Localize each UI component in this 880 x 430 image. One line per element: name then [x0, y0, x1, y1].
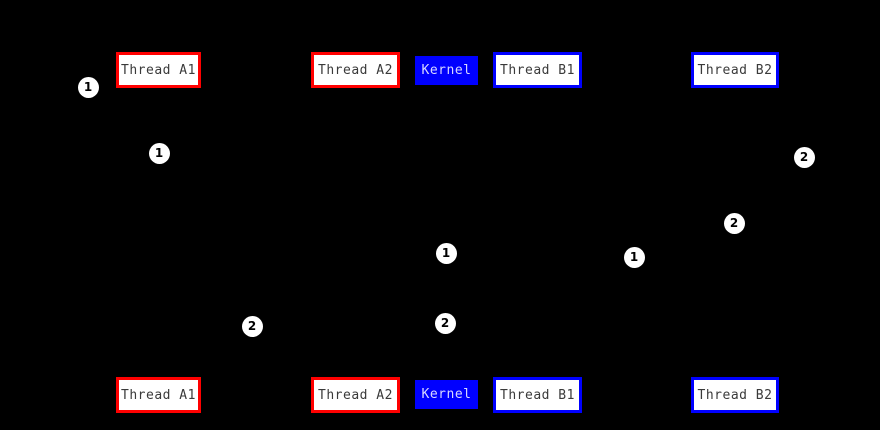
badge-2-kernel-to-a2: 2 — [241, 315, 263, 337]
lifeline-kernel — [446, 85, 447, 380]
participant-label: Thread B1 — [500, 62, 575, 78]
badge-1-thread-a1-self: 1 — [77, 76, 99, 98]
badge-2-thread-b2-self: 2 — [793, 146, 815, 168]
lifeline-thread-a2 — [355, 88, 356, 377]
participant-label: Kernel — [421, 387, 472, 402]
badge-1-kernel-to-b1: 1 — [623, 246, 645, 268]
lifeline-thread-a1-stub-top — [157, 88, 160, 92]
participant-label: Thread A2 — [318, 387, 393, 403]
participant-label: Thread B2 — [697, 62, 773, 78]
participant-box-thread-b2[interactable]: Thread B2 — [691, 52, 779, 88]
participant-label: Thread A2 — [318, 62, 393, 78]
participant-box-thread-b1[interactable]: Thread B1 — [493, 52, 582, 88]
lifeline-thread-a1 — [158, 88, 159, 377]
lifeline-thread-b1-stub-bottom — [536, 373, 539, 377]
participant-box-thread-b2[interactable]: Thread B2 — [691, 377, 779, 413]
lifeline-kernel-stub-bottom — [445, 376, 448, 380]
lifeline-thread-b1-stub-top — [536, 88, 539, 92]
participant-box-thread-a1[interactable]: Thread A1 — [116, 52, 201, 88]
lifeline-kernel-stub-top — [445, 85, 448, 89]
participant-box-thread-b1[interactable]: Thread B1 — [493, 377, 582, 413]
msg-kernel-to-b1 — [445, 253, 634, 258]
msg-a1-to-kernel — [157, 153, 446, 254]
participant-box-kernel[interactable]: Kernel — [415, 56, 478, 85]
participant-box-thread-a2[interactable]: Thread A2 — [311, 52, 400, 88]
msg-kernel-to-a2 — [251, 322, 445, 326]
participant-label: Kernel — [421, 63, 472, 78]
lifeline-thread-b1 — [537, 88, 538, 377]
badge-1-kernel-in: 1 — [435, 242, 457, 264]
lifeline-thread-a2-stub-top — [354, 88, 357, 92]
participant-box-thread-a2[interactable]: Thread A2 — [311, 377, 400, 413]
lifeline-thread-a1-stub-bottom — [157, 373, 160, 377]
lifeline-thread-a2-stub-bottom — [354, 373, 357, 377]
msg-b2-to-kernel — [444, 222, 734, 323]
participant-label: Thread B2 — [697, 387, 773, 403]
lifeline-thread-b2-stub-bottom — [733, 373, 736, 377]
participant-box-kernel[interactable]: Kernel — [415, 380, 478, 409]
participant-label: Thread A1 — [121, 62, 196, 78]
participant-box-thread-a1[interactable]: Thread A1 — [116, 377, 201, 413]
lifeline-thread-b2-stub-top — [733, 88, 736, 92]
participant-label: Thread A1 — [121, 387, 196, 403]
badge-1-thread-a1-out: 1 — [148, 142, 170, 164]
participant-label: Thread B1 — [500, 387, 575, 403]
badge-2-thread-b2-out: 2 — [723, 212, 745, 234]
badge-2-kernel-in: 2 — [434, 312, 456, 334]
